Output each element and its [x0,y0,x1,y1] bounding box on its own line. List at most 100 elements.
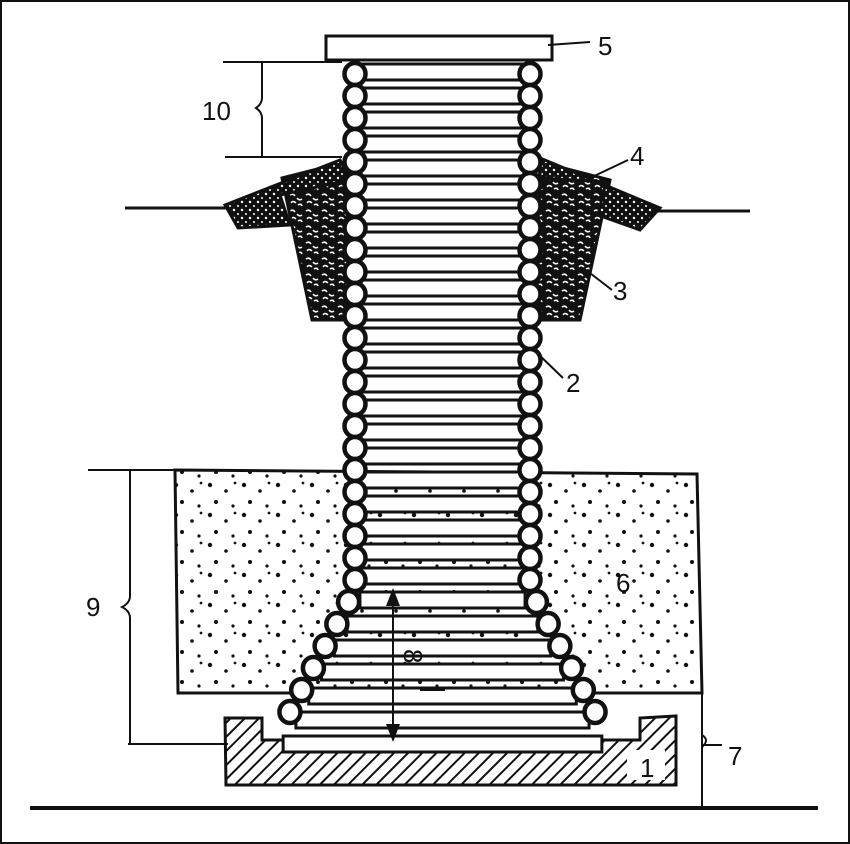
rung [332,638,553,658]
rung [359,134,526,154]
stone-left [342,170,368,198]
rung [294,710,591,730]
stone-left [342,258,368,286]
throat-arrow-up-icon [386,588,400,606]
rung [359,374,526,394]
rung [359,542,526,562]
stone-left [342,434,368,462]
base-plate-label-box [627,750,665,780]
stone-left [342,324,368,352]
stone-left [342,368,368,396]
label-lid: 5 [598,31,612,61]
rung [359,566,526,586]
rung [281,734,604,754]
stone-left [342,126,368,154]
rung [359,278,526,298]
rung [359,62,526,82]
stone-left [342,148,368,176]
stone-left [342,104,368,132]
well-lid [324,34,554,62]
rung [345,614,540,634]
rung [359,182,526,202]
rung [359,470,526,490]
leader-5 [547,41,591,46]
stone-right [517,170,543,198]
clay-cap-left [222,158,353,230]
stone-right [517,104,543,132]
rung [358,590,527,610]
stone-left [342,478,368,506]
rung [359,350,526,370]
rung [359,254,526,274]
stone-right [582,698,608,726]
stone-right [517,434,543,462]
aquifer-brace-icon [119,470,131,744]
stone-left [342,346,368,374]
stone-left [342,544,368,572]
stone-left [335,588,362,616]
stone-right [517,324,543,352]
label-bottom-gap: 7 [728,741,742,771]
stone-left [288,676,315,704]
stone-left [300,654,327,682]
stone-left [342,280,368,308]
stone-right [535,610,561,638]
rung [359,302,526,322]
label-base-plate: 1 [640,753,654,783]
stone-right [517,236,543,264]
stone-right [517,280,543,308]
stone-left [342,390,368,418]
leader-4 [589,159,629,179]
stone-wall-left [277,60,368,726]
stone-right [517,456,543,484]
rung [320,662,565,682]
stone-right [523,588,550,616]
stone-left [342,566,368,594]
stone-right [517,302,543,330]
label-clay-fill: 3 [613,276,627,306]
rung [359,446,526,466]
label-clay-cap: 4 [630,141,644,171]
stone-right [517,522,543,550]
stone-right [517,126,543,154]
stone-left [342,82,368,110]
stone-right [517,148,543,176]
stone-left [342,214,368,242]
stone-right [517,544,543,572]
leader-2 [535,351,564,379]
rung [359,206,526,226]
stone-left [277,698,303,726]
stone-right [517,368,543,396]
throat-arrow-down-icon [386,724,400,742]
stone-left [342,500,368,528]
label-stone-wall: 2 [566,368,580,398]
stone-left [342,456,368,484]
stone-left [324,610,350,638]
stone-left [342,522,368,550]
stone-right [517,478,543,506]
stone-left [342,236,368,264]
label-aquifer: 6 [616,568,630,598]
leader-3 [585,269,613,291]
riser-brace-icon [254,62,263,157]
label-aquifer-thickness: 9 [86,592,100,622]
rung [359,398,526,418]
stone-right [517,258,543,286]
rung [359,518,526,538]
stone-left [342,302,368,330]
rung [359,158,526,178]
rung [359,494,526,514]
stone-left [312,632,338,660]
label-riser-height: 10 [202,96,231,126]
stone-right [547,632,573,660]
stone-right [517,60,543,88]
rung [359,110,526,130]
stone-right [517,390,543,418]
stone-right [517,412,543,440]
stone-left [342,192,368,220]
stone-right [517,82,543,110]
stone-right [517,500,543,528]
rung [359,86,526,106]
